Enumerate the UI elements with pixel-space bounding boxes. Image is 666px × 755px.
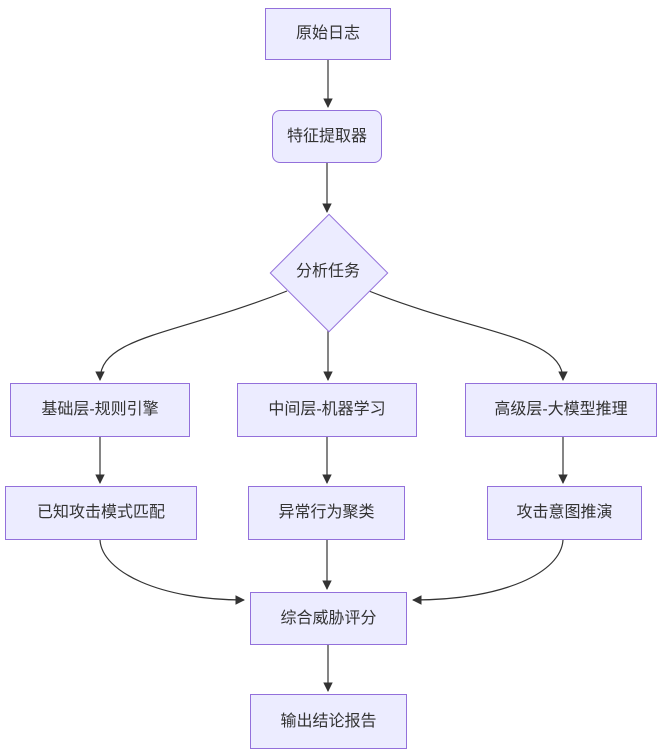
edge-known-attack-to-threat-score (99, 539, 245, 605)
node-feature-extractor-label: 特征提取器 (286, 127, 367, 145)
node-base-layer-label: 基础层-规则引擎 (41, 401, 159, 419)
node-known-attack: 已知攻击模式匹配 (5, 486, 197, 540)
node-raw-logs-label: 原始日志 (295, 25, 360, 43)
node-mid-layer: 中间层-机器学习 (237, 383, 417, 437)
diamond-shape (269, 213, 389, 333)
node-anomaly-cluster: 异常行为聚类 (248, 486, 405, 540)
node-high-layer: 高级层-大模型推理 (465, 383, 657, 437)
node-feature-extractor: 特征提取器 (272, 110, 382, 163)
edge-analysis-task-to-high-layer (368, 290, 568, 381)
node-raw-logs: 原始日志 (265, 8, 391, 60)
node-base-layer: 基础层-规则引擎 (10, 383, 190, 437)
node-attack-intent: 攻击意图推演 (487, 486, 642, 540)
node-attack-intent-label: 攻击意图推演 (516, 504, 613, 522)
node-report: 输出结论报告 (250, 694, 407, 749)
node-anomaly-cluster-label: 异常行为聚类 (278, 504, 375, 522)
node-known-attack-label: 已知攻击模式匹配 (36, 504, 165, 522)
node-high-layer-label: 高级层-大模型推理 (494, 401, 628, 419)
node-threat-score: 综合威胁评分 (250, 592, 407, 645)
edge-analysis-task-to-base-layer (95, 290, 288, 381)
node-threat-score-label: 综合威胁评分 (280, 609, 377, 627)
node-mid-layer-label: 中间层-机器学习 (268, 401, 386, 419)
edge-attack-intent-to-threat-score (412, 539, 564, 605)
node-report-label: 输出结论报告 (280, 712, 377, 730)
node-analysis-task: 分析任务 (269, 213, 389, 333)
